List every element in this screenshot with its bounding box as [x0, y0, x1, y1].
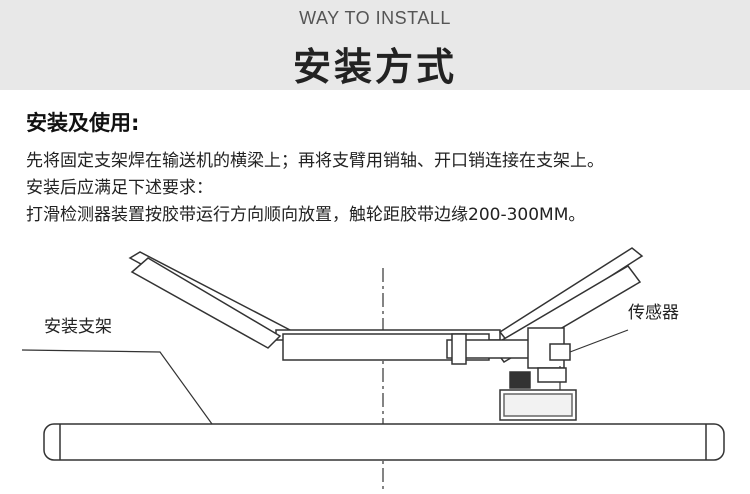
sensor-leader: [569, 329, 629, 353]
sensor-hub: [451, 333, 467, 365]
instruction-line-1: 先将固定支架焊在输送机的横梁上；再将支臂用销轴、开口销连接在支架上。: [26, 151, 604, 171]
instruction-line-3: 打滑检测器装置按胶带运行方向顺向放置，触轮距胶带边缘200-300MM。: [26, 205, 586, 225]
section-eyebrow: WAY TO INSTALL: [299, 8, 451, 28]
sensor-cap: [549, 343, 571, 361]
instructions: 安装及使用: 先将固定支架焊在输送机的横梁上；再将支臂用销轴、开口销连接在支架上…: [26, 108, 736, 229]
frame-beam: [43, 423, 725, 461]
mounting-bracket-label: 安装支架: [44, 317, 112, 337]
instructions-heading: 安装及使用:: [26, 111, 140, 135]
section-title: 安装方式: [292, 45, 457, 89]
installation-diagram: 安装支架 传感器: [21, 247, 725, 492]
header-banner: WAY TO INSTALL 安装方式: [0, 0, 750, 90]
sensor-mount: [537, 367, 567, 383]
left-idler-roller: [130, 257, 282, 349]
instruction-line-2: 安装后应满足下述要求：: [26, 178, 213, 198]
bracket-block: [509, 371, 531, 389]
sensor-label: 传感器: [628, 303, 679, 323]
bracket-leader: [21, 349, 213, 425]
